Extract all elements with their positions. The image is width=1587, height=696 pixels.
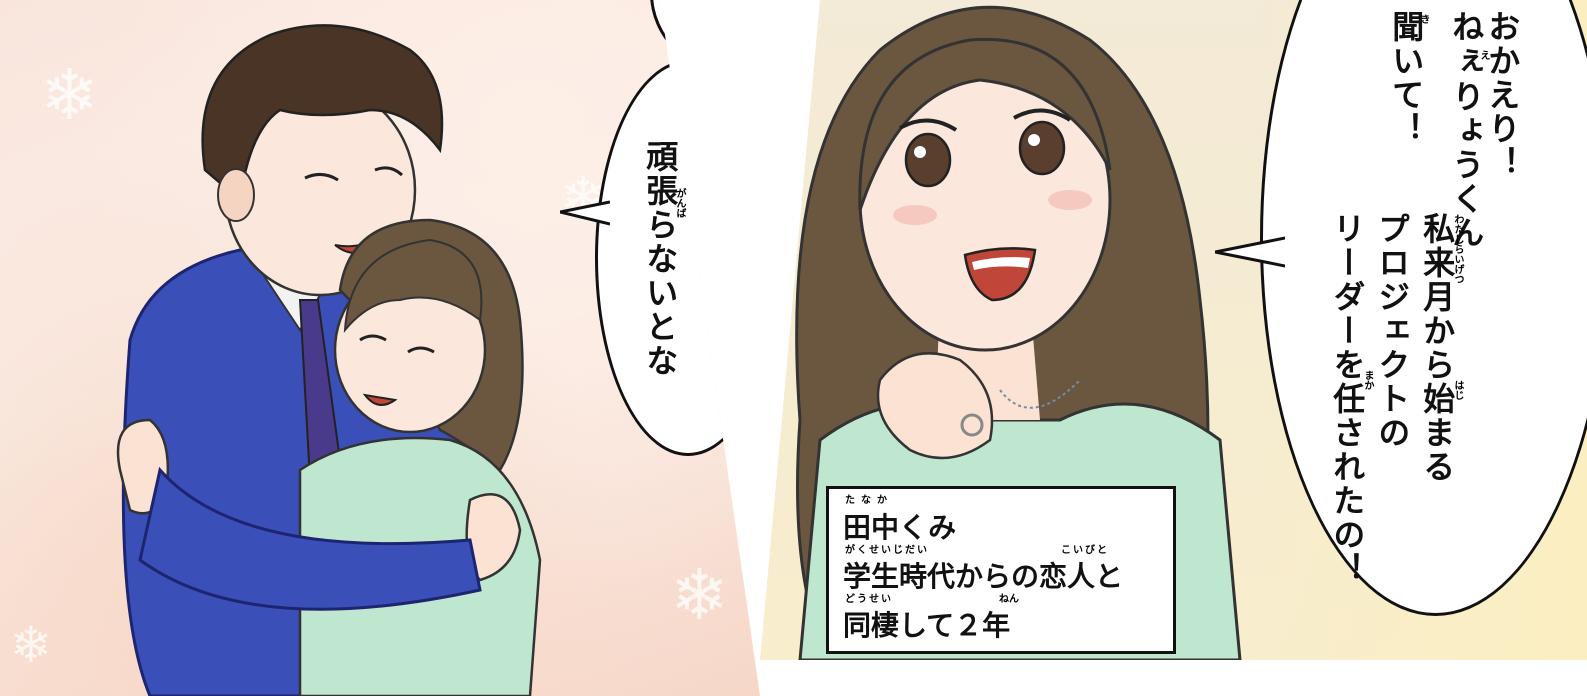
bubble-kumi-line2: ねぇ <box>1447 10 1486 78</box>
furigana-ne: え <box>1478 50 1489 60</box>
bubble-tail <box>560 200 610 226</box>
furigana-koibito: こいびと <box>1061 545 1109 556</box>
furigana-haji: はじ <box>1452 380 1463 400</box>
bubble-kumi-line6: プロジェクトの <box>1373 212 1412 450</box>
character-caption-box: たなか 田中くみ がくせいじだい こいびと 学生時代からの恋人と どうせい ねん… <box>826 486 1176 654</box>
bubble-kumi-line5: 私来月から始まる <box>1418 212 1457 484</box>
bubble-tail <box>1215 236 1285 268</box>
bubble-kumi-line4: 聞いて！ <box>1387 10 1426 146</box>
furigana-ore: おれ <box>702 142 713 162</box>
bubble-kumi-line7: リーダーを任されたの！ <box>1328 212 1367 586</box>
furigana-nen: ねん <box>999 594 1019 605</box>
bubble-kumi-line1: おかえり！ <box>1483 10 1522 180</box>
caption-name: 田中くみ <box>843 511 957 544</box>
couple-illustration <box>116 24 542 696</box>
furigana-ganba: がんば <box>674 188 685 218</box>
furigana-maka: まか <box>1362 370 1373 390</box>
furigana-tanaka: たなか <box>845 495 893 506</box>
caption-line2: 学生時代からの恋人と <box>843 560 1124 593</box>
caption-line3: 同棲して２年 <box>843 609 1011 642</box>
furigana-watashi-raigetsu: わたしらいげつ <box>1452 214 1463 284</box>
bubble-fragment-text: な <box>740 10 760 40</box>
bubble-ryou-line2: 頑張らないとな <box>641 140 680 378</box>
sparkle-icon: ❄ <box>40 54 99 136</box>
furigana-gakuseijidai: がくせいじだい <box>845 545 929 556</box>
sparkle-icon: ❄ <box>670 554 729 636</box>
furigana-dousei: どうせい <box>845 594 893 605</box>
bubble-kumi-line3: りょうくん <box>1447 80 1486 250</box>
sparkle-icon: ❄ <box>10 616 52 674</box>
furigana-ki: き <box>1418 14 1429 24</box>
panel-left: ❄ ❄ ❄ ❄ <box>0 0 760 696</box>
speech-bubble-kumi <box>1260 0 1587 616</box>
